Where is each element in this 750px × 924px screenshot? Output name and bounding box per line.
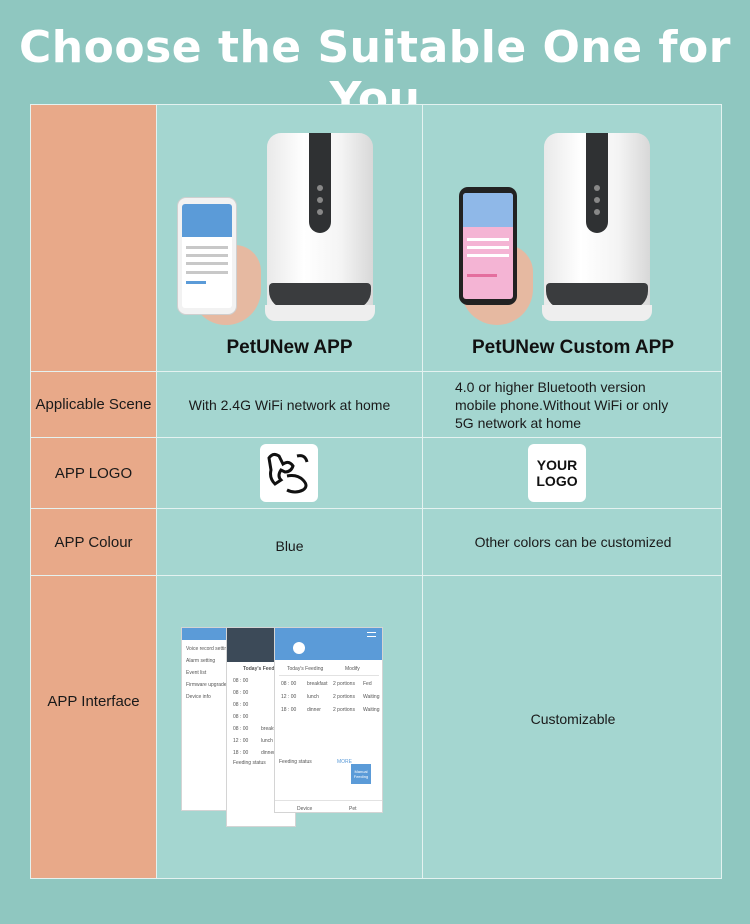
manual-feeding-button[interactable]: Manual Feeding [351, 764, 371, 784]
feeding-header: Today's Feeding [243, 666, 282, 672]
dog-logo-icon [260, 444, 318, 502]
colour-standard: Blue [275, 538, 304, 554]
row-divider [31, 508, 721, 509]
time-slot: 12 : 00 [233, 738, 249, 744]
status-label: Feeding status [279, 759, 312, 765]
status-label: Feeding status [233, 760, 266, 766]
nav-pet[interactable]: Pet [349, 806, 357, 812]
colour-custom: Other colors can be customized [474, 534, 672, 550]
meal-label: breakfast [307, 681, 328, 687]
more-link[interactable]: MORE [337, 759, 352, 765]
time-slot: 08 : 00 [233, 726, 249, 732]
status-badge: Waiting [363, 694, 380, 700]
time-slot: 12 : 00 [281, 694, 297, 700]
time-slot: 08 : 00 [281, 681, 297, 687]
row-label-interface: APP Interface [47, 692, 140, 710]
time-slot: 08 : 00 [233, 690, 249, 696]
meal-label: lunch [307, 694, 319, 700]
app-screen-home: Today's Feeding Modify 08 : 00 breakfast… [274, 627, 383, 813]
manual-feeding-label: Manual [354, 769, 368, 774]
status-badge: Fed [363, 681, 372, 687]
row-label-colour: APP Colour [54, 533, 133, 551]
manual-feeding-label: Feeding [353, 774, 369, 779]
logo-text-line: LOGO [536, 473, 578, 489]
meal-label: dinner [261, 750, 275, 756]
phone-image [459, 187, 517, 305]
row-divider [31, 575, 721, 576]
tab-feeding[interactable]: Today's Feeding [287, 666, 324, 672]
portion-label: 2 portions [333, 694, 355, 700]
nav-device[interactable]: Device [297, 806, 313, 812]
meal-label: dinner [307, 707, 321, 713]
menu-item: Voice record setting [186, 646, 230, 652]
scene-custom-line: mobile phone.Without WiFi or only [455, 396, 669, 413]
scene-custom-line: 4.0 or higher Bluetooth version [455, 378, 646, 395]
time-slot: 08 : 00 [233, 702, 249, 708]
meal-label: breakfast [261, 726, 282, 732]
custom-logo-placeholder: YOUR LOGO [528, 444, 586, 502]
scene-standard: With 2.4G WiFi network at home [188, 396, 391, 413]
app-name-custom: PetUNew Custom APP [472, 337, 674, 358]
camera-icon [293, 642, 305, 654]
menu-item: Firmware upgrade [186, 682, 227, 688]
tab-modify[interactable]: Modify [345, 666, 360, 672]
meal-label: lunch [261, 738, 273, 744]
interface-custom: Customizable [530, 711, 616, 727]
phone-image [177, 197, 237, 315]
app-name-standard: PetUNew APP [226, 337, 353, 358]
time-slot: 18 : 00 [233, 750, 249, 756]
portion-label: 2 portions [333, 707, 355, 713]
scene-custom-line: 5G network at home [455, 414, 582, 431]
comparison-table: PetUNew APP PetUNew Custom APP Applicabl… [30, 104, 722, 879]
column-divider [156, 105, 157, 878]
column-divider [422, 105, 423, 878]
time-slot: 18 : 00 [281, 707, 297, 713]
menu-item: Event list [186, 670, 207, 676]
menu-icon[interactable] [367, 632, 376, 637]
row-label-logo: APP LOGO [54, 464, 133, 482]
status-badge: Waiting [363, 707, 380, 713]
row-divider [31, 437, 721, 438]
menu-item: Device info [186, 694, 211, 700]
row-label-scene: Applicable Scene [35, 396, 152, 413]
row-divider [31, 371, 721, 372]
label-column [31, 105, 156, 878]
time-slot: 08 : 00 [233, 714, 249, 720]
scene-custom: 4.0 or higher Bluetooth version mobile p… [423, 372, 723, 437]
logo-text-line: YOUR [536, 457, 578, 473]
portion-label: 2 portions [333, 681, 355, 687]
time-slot: 08 : 00 [233, 678, 249, 684]
menu-item: Alarm setting [186, 658, 216, 664]
page-title: Choose the Suitable One for You [19, 22, 731, 124]
